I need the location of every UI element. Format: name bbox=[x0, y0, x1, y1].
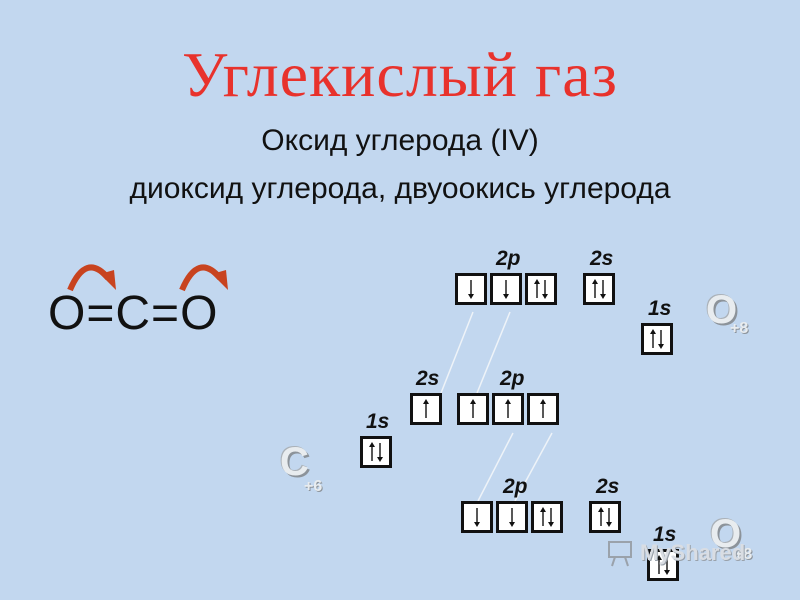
electron-arrow-icon bbox=[656, 555, 670, 575]
electron-arrow-icon bbox=[423, 399, 429, 418]
o1-2s-orbital bbox=[583, 273, 615, 305]
o2-2p-label: 2p bbox=[503, 475, 528, 498]
c-2p-orbitals bbox=[457, 393, 559, 425]
presentation-board-icon bbox=[608, 541, 632, 567]
o1-1s-label: 1s bbox=[648, 297, 672, 320]
structural-formula: O=C=O bbox=[48, 287, 219, 340]
watermark-text: MyShared bbox=[640, 540, 746, 565]
c-1s-label: 1s bbox=[366, 410, 390, 433]
electron-arrow-icon bbox=[534, 279, 548, 299]
c-1s-orbital bbox=[360, 436, 392, 468]
o2-2p-orbitals bbox=[461, 501, 563, 533]
orbital-cell bbox=[525, 273, 557, 305]
electron-arrow-icon bbox=[598, 507, 612, 527]
orbital-cell bbox=[583, 273, 615, 305]
o2-2s-orbital bbox=[589, 501, 621, 533]
orbital-cell bbox=[360, 436, 392, 468]
bond-arrow-right-icon bbox=[179, 264, 228, 292]
orbital-cell bbox=[461, 501, 493, 533]
orbital-cell bbox=[496, 501, 528, 533]
subtitle-oxide-name: Оксид углерода (IV) bbox=[261, 124, 539, 157]
electron-arrow-icon bbox=[509, 508, 515, 527]
oxygen-top-symbol: O bbox=[706, 288, 738, 332]
electron-arrow-icon bbox=[650, 329, 664, 349]
slide-title: Углекислый газ bbox=[182, 39, 618, 110]
c-2p-label: 2p bbox=[500, 367, 525, 390]
electron-arrow-icon bbox=[505, 399, 511, 418]
o2-2s-label: 2s bbox=[596, 475, 620, 498]
carbon-charge: +6 bbox=[304, 478, 323, 495]
electron-arrow-icon bbox=[468, 280, 474, 299]
orbital-cell bbox=[492, 393, 524, 425]
o1-1s-orbital bbox=[641, 323, 673, 355]
electron-arrow-icon bbox=[503, 280, 509, 299]
electron-arrow-icon bbox=[470, 399, 476, 418]
o1-2p-label: 2p bbox=[496, 247, 521, 270]
oxygen-bottom-symbol: O bbox=[710, 512, 742, 556]
orbital-cell bbox=[527, 393, 559, 425]
carbon-symbol: C bbox=[280, 440, 309, 484]
o2-1s-orbital bbox=[647, 549, 679, 581]
electron-arrow-icon bbox=[540, 507, 554, 527]
o1-2p-orbitals bbox=[455, 273, 557, 305]
orbital-cell bbox=[647, 549, 679, 581]
c-2s-label: 2s bbox=[416, 367, 440, 390]
orbital-cell bbox=[589, 501, 621, 533]
oxygen-bottom-charge: +8 bbox=[734, 546, 753, 563]
c-2s-orbital bbox=[410, 393, 442, 425]
orbital-cell bbox=[455, 273, 487, 305]
subtitle-synonyms: диоксид углерода, двуоокись углерода bbox=[129, 172, 671, 205]
o2-1s-label: 1s bbox=[653, 523, 677, 546]
electron-arrow-icon bbox=[474, 508, 480, 527]
electron-arrow-icon bbox=[369, 442, 383, 462]
orbital-cell bbox=[457, 393, 489, 425]
orbital-cell bbox=[410, 393, 442, 425]
orbital-cell bbox=[531, 501, 563, 533]
bond-arrow-left-icon bbox=[67, 264, 116, 292]
electron-arrow-icon bbox=[592, 279, 606, 299]
electron-arrow-icon bbox=[540, 399, 546, 418]
orbital-cell bbox=[641, 323, 673, 355]
oxygen-top-charge: +8 bbox=[730, 320, 749, 337]
orbital-cell bbox=[490, 273, 522, 305]
o1-2s-label: 2s bbox=[590, 247, 614, 270]
